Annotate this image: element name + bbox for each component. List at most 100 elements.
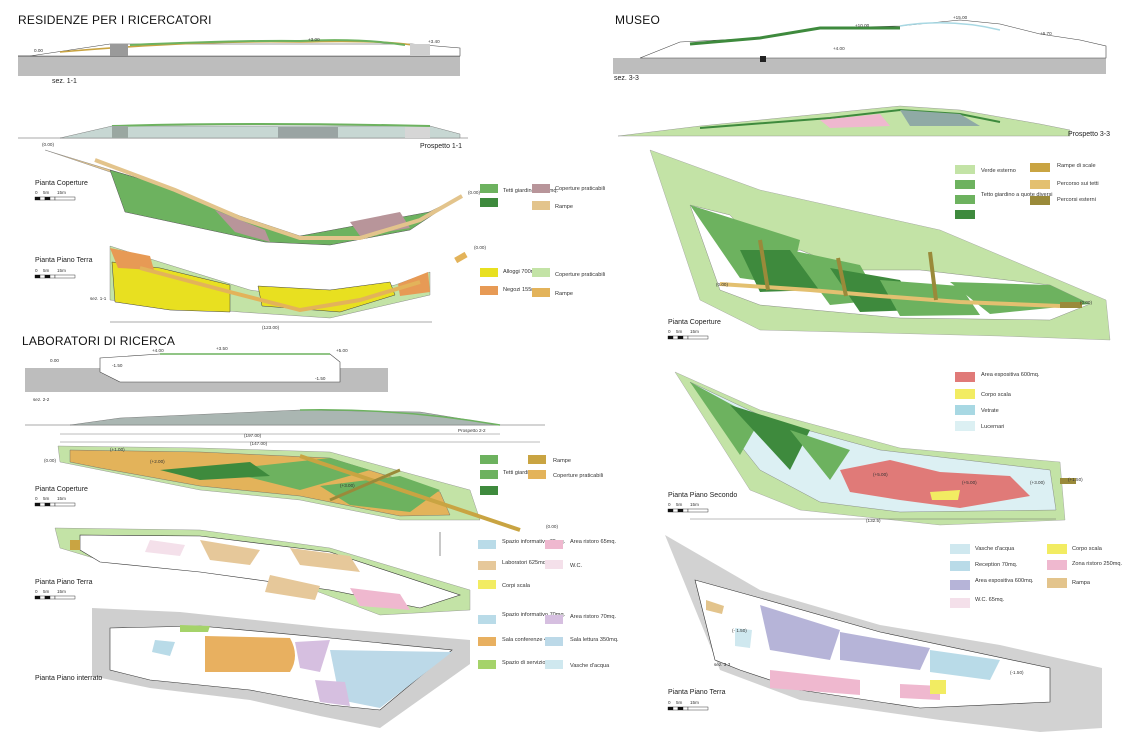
svg-text:Percorsi esterni: Percorsi esterni bbox=[1057, 197, 1096, 203]
svg-text:Rampe: Rampe bbox=[555, 291, 573, 297]
legend-label: Rampe bbox=[555, 204, 573, 210]
scale-segment bbox=[667, 508, 674, 513]
svg-text:-1.50: -1.50 bbox=[315, 376, 326, 381]
scale-label: 15m bbox=[690, 329, 699, 334]
laboratori-title: LABORATORI DI RICERCA bbox=[22, 334, 175, 348]
svg-text:(197.00): (197.00) bbox=[244, 433, 262, 438]
scale-label: 5m bbox=[43, 190, 50, 195]
museo-ground-legend: Vasche d'acqua Corpo scala Reception 70m… bbox=[950, 544, 1123, 608]
svg-text:(-1.50): (-1.50) bbox=[1010, 670, 1024, 675]
scale-label: 5m bbox=[676, 329, 683, 334]
scale-label: 0 bbox=[668, 700, 671, 705]
svg-text:W.C.: W.C. bbox=[570, 563, 583, 569]
building-block bbox=[410, 44, 430, 56]
svg-text:Area ristoro 65mq.: Area ristoro 65mq. bbox=[570, 539, 616, 545]
svg-text:Vasche d'acqua: Vasche d'acqua bbox=[570, 663, 610, 669]
scale-label: 5m bbox=[43, 496, 50, 501]
scale-segment bbox=[39, 502, 46, 507]
svg-text:(+3.00): (+3.00) bbox=[340, 483, 355, 488]
svg-text:Corpi scala: Corpi scala bbox=[502, 583, 531, 589]
svg-text:(132.5): (132.5) bbox=[866, 518, 881, 523]
scale-segment bbox=[682, 335, 689, 340]
scale-segment bbox=[54, 196, 76, 201]
scale-segment bbox=[34, 274, 41, 279]
svg-text:+5.00: +5.00 bbox=[336, 348, 348, 353]
scale-segment bbox=[672, 508, 679, 513]
scale-segment bbox=[44, 274, 51, 279]
svg-text:+6.70: +6.70 bbox=[1040, 31, 1052, 36]
svg-text:Tetti giardino: Tetti giardino bbox=[503, 470, 535, 476]
svg-text:(0.00): (0.00) bbox=[716, 282, 728, 287]
museo-second-floor-plan: (+5.00) (+5.00) (+3.00) (+1.50) Pianta P… bbox=[668, 371, 1083, 526]
svg-text:+4.00: +4.00 bbox=[833, 46, 845, 51]
svg-text:sez. 2-2: sez. 2-2 bbox=[33, 397, 50, 402]
sez-label: sez. 1-1 bbox=[52, 78, 77, 85]
svg-text:Percorso sui tetti: Percorso sui tetti bbox=[1057, 181, 1099, 187]
scale-segment bbox=[49, 196, 56, 201]
scale-segment bbox=[44, 502, 51, 507]
scale-segment bbox=[667, 335, 674, 340]
scale-segment bbox=[44, 196, 51, 201]
scale-label: 15m bbox=[57, 496, 66, 501]
scale-segment bbox=[677, 335, 684, 340]
scale-segment bbox=[672, 706, 679, 711]
svg-text:Lucernari: Lucernari bbox=[981, 424, 1004, 430]
scale-label: 15m bbox=[57, 190, 66, 195]
museo-ground-plan: (- 1.50) (-1.50) sez. 3-3 Pianta Piano T… bbox=[665, 535, 1102, 732]
svg-text:Corpo scala: Corpo scala bbox=[1072, 546, 1103, 552]
svg-text:0.00: 0.00 bbox=[50, 358, 59, 363]
scale-label: 15m bbox=[690, 502, 699, 507]
scale-label: 0 bbox=[668, 502, 671, 507]
scale-label: 0 bbox=[35, 268, 38, 273]
residenze-section: 0.00 +3.00 +3.40 sez. 1-1 bbox=[18, 37, 461, 85]
svg-text:Verde esterno: Verde esterno bbox=[981, 168, 1016, 174]
svg-text:Tetto giardino a quote diversi: Tetto giardino a quote diversi bbox=[981, 192, 1053, 198]
scale-label: 5m bbox=[43, 268, 50, 273]
svg-text:sez. 3-3: sez. 3-3 bbox=[714, 662, 731, 667]
laboratori-elevation: Prospetto 2-2 (197.00) (147.00) bbox=[25, 409, 545, 446]
svg-text:Corpo scala: Corpo scala bbox=[981, 392, 1012, 398]
svg-text:Zona ristoro 250mq.: Zona ristoro 250mq. bbox=[1072, 561, 1123, 567]
svg-text:(+5.00): (+5.00) bbox=[962, 480, 977, 485]
residenze-elevation: Prospetto 1-1 bbox=[18, 123, 468, 150]
coperture-title: Pianta Coperture bbox=[35, 180, 88, 187]
svg-text:0.00: 0.00 bbox=[34, 48, 43, 53]
legend-label: Tetti giardino 1000mq. bbox=[503, 188, 558, 194]
svg-text:+10.00: +10.00 bbox=[855, 23, 870, 28]
laboratori-section: +4.00 +3.50 +5.00 0.00 -1.50 -1.50 sez. … bbox=[25, 346, 388, 402]
svg-text:(0.00): (0.00) bbox=[546, 524, 558, 529]
museo-roof-plan: (0.00) (0.00) Pianta Coperture bbox=[649, 149, 1111, 341]
svg-text:Sala lettura 350mq.: Sala lettura 350mq. bbox=[570, 637, 619, 643]
scale-segment bbox=[54, 502, 76, 507]
svg-text:Rampe di scale: Rampe di scale bbox=[1057, 163, 1096, 169]
scale-bar: 0 5m 15m bbox=[34, 190, 76, 201]
svg-text:(0.00): (0.00) bbox=[474, 245, 486, 250]
scale-label: 15m bbox=[690, 700, 699, 705]
laboratori-ground-legend: Spazio informativo 70mq. Area ristoro 65… bbox=[478, 539, 616, 589]
svg-text:Pianta Piano Terra: Pianta Piano Terra bbox=[35, 579, 93, 586]
svg-text:(123.00): (123.00) bbox=[262, 325, 280, 330]
scale-label: 0 bbox=[35, 190, 38, 195]
svg-text:Spazio informativo 70mq.: Spazio informativo 70mq. bbox=[502, 612, 566, 618]
laboratori-ground-plan: Pianta Piano Terra bbox=[35, 527, 471, 616]
svg-text:sez. 1-1: sez. 1-1 bbox=[90, 296, 107, 301]
scale-segment bbox=[44, 595, 51, 600]
scale-segment bbox=[34, 595, 41, 600]
svg-text:(147.00): (147.00) bbox=[250, 441, 268, 446]
svg-text:Rampe: Rampe bbox=[553, 458, 571, 464]
residenze-roof-plan: (0.00) (0.00) Pianta Coperture bbox=[35, 142, 480, 246]
svg-text:Negozi 155mq.: Negozi 155mq. bbox=[503, 287, 541, 293]
laboratori-roof-legend: Tetti giardino Rampe Coperture praticabi… bbox=[480, 455, 603, 495]
museo-roof-legend: Verde esterno Rampe di scale Tetto giard… bbox=[955, 163, 1099, 219]
scale-segment bbox=[39, 595, 46, 600]
scale-segment bbox=[667, 706, 674, 711]
svg-text:Alloggi 700mq.: Alloggi 700mq. bbox=[503, 269, 540, 275]
building-block bbox=[110, 44, 128, 56]
svg-text:Prospetto 2-2: Prospetto 2-2 bbox=[458, 428, 486, 433]
svg-text:+15.00: +15.00 bbox=[953, 15, 968, 20]
